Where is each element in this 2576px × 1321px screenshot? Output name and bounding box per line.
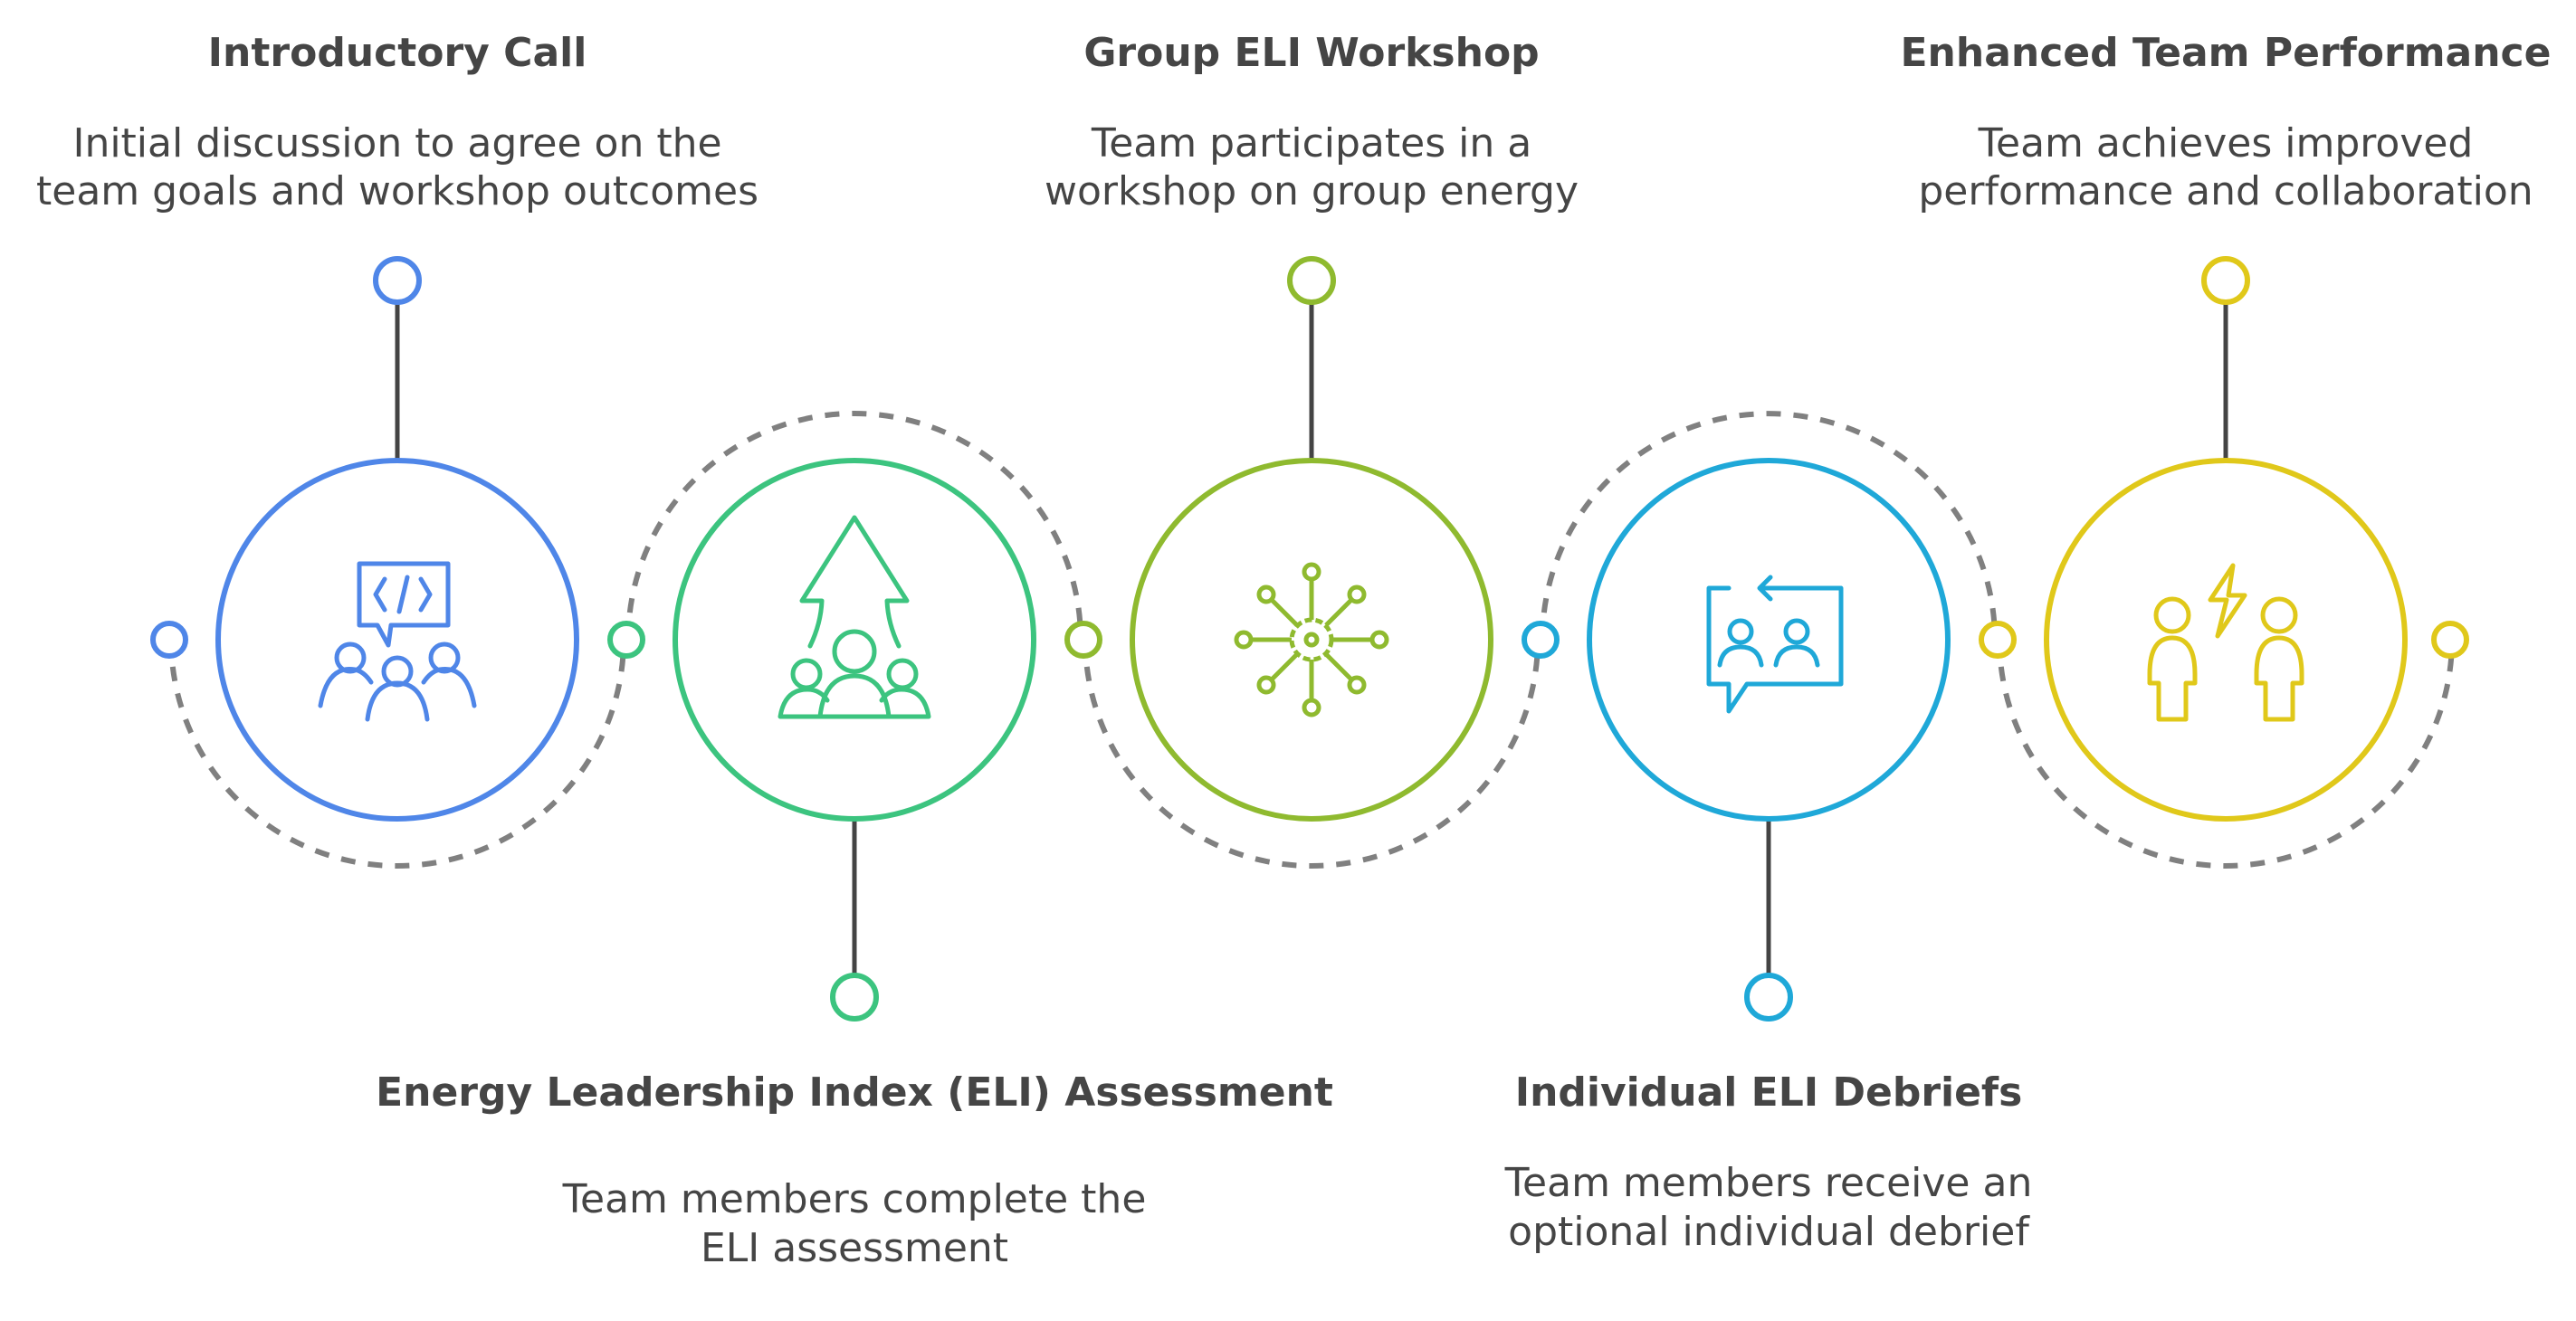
step-enhanced-performance: [1979, 256, 2469, 822]
step-4-desc-line-2: optional individual debrief: [1508, 1209, 2030, 1255]
code-chat-group-icon: [318, 561, 477, 722]
path-node: [150, 621, 188, 659]
step-2-desc-line-1: Team members complete the: [562, 1176, 1147, 1222]
stems: [395, 300, 2228, 977]
group-growth-arrow-icon: [778, 515, 931, 719]
path-node: [1979, 621, 2017, 659]
step-4-title: Individual ELI Debriefs: [1515, 1069, 2023, 1116]
step-2-desc-line-2: ELI assessment: [701, 1225, 1008, 1271]
stem-node: [1744, 973, 1793, 1022]
step-5-desc-line-2: performance and collaboration: [1918, 168, 2533, 214]
stem-node: [373, 256, 422, 305]
step-4-desc-line-1: Team members receive an: [1504, 1160, 2033, 1206]
step-2-title: Energy Leadership Index (ELI) Assessment: [376, 1069, 1333, 1116]
dashed-path: [168, 411, 2455, 869]
video-chat-icon: [1706, 575, 1844, 714]
step-1-desc-line-2: team goals and workshop outcomes: [36, 168, 758, 214]
people-energy-icon: [2147, 563, 2304, 722]
stem-node: [1287, 256, 1336, 305]
step-3-desc-line-1: Team participates in a: [1091, 120, 1531, 166]
step-introductory-call: [150, 256, 579, 822]
step-5-desc-line-1: Team achieves improved: [1978, 120, 2474, 166]
stem-node: [830, 973, 879, 1022]
step-1-desc-line-1: Initial discussion to agree on the: [72, 120, 721, 166]
step-group-workshop: [1064, 256, 1493, 822]
step-eli-assessment: [607, 458, 1036, 1022]
stem-node: [2201, 256, 2250, 305]
step-individual-debriefs: [1522, 458, 1951, 1022]
path-node-end: [2431, 621, 2469, 659]
path-node: [607, 621, 645, 659]
step-3-title: Group ELI Workshop: [1083, 30, 1539, 76]
step-3-desc-line-2: workshop on group energy: [1045, 168, 1579, 214]
path-node: [1522, 621, 1560, 659]
step-5-title: Enhanced Team Performance: [1901, 30, 2552, 76]
path-node: [1064, 621, 1102, 659]
step-1-title: Introductory Call: [208, 30, 587, 76]
network-gear-icon: [1234, 562, 1389, 718]
